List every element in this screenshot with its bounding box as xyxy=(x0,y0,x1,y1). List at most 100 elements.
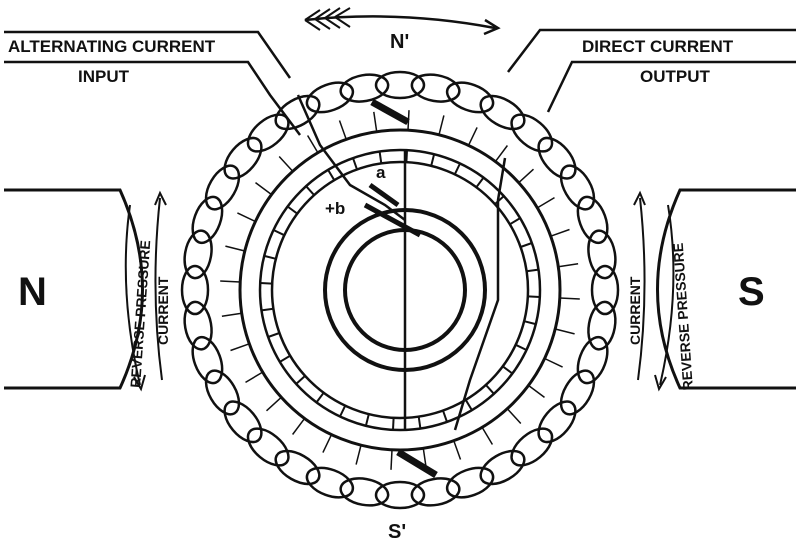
coil-loop xyxy=(410,477,461,507)
coil-loop xyxy=(180,264,210,316)
winding-tap xyxy=(373,111,378,132)
coil-loop xyxy=(410,73,461,103)
winding-tap xyxy=(494,145,509,163)
south-pole-piece xyxy=(656,188,796,390)
winding-tap xyxy=(518,168,535,184)
commutator-inner-ring xyxy=(270,160,530,420)
coil-loop xyxy=(339,477,390,507)
right-current-arrows xyxy=(633,190,675,392)
coil-loop xyxy=(537,136,577,180)
top-pole-label: N' xyxy=(390,31,409,53)
coil-loop xyxy=(183,300,213,351)
coil-loop xyxy=(510,427,554,467)
winding-tap xyxy=(220,280,241,283)
coil-loop xyxy=(510,113,554,153)
coil-loop xyxy=(305,81,355,114)
armature-coil-loops xyxy=(180,70,620,510)
commutator-segment-divider xyxy=(364,413,370,427)
armature-outer-ring xyxy=(238,128,562,452)
winding-tap xyxy=(506,408,522,425)
top-brush xyxy=(370,98,410,126)
commutator-segment-divider xyxy=(417,416,422,429)
right-reverse-pressure-label: REVERSE PRESSURE xyxy=(670,242,696,391)
commutator-segment-divider xyxy=(378,151,383,164)
winding-tap xyxy=(291,417,306,435)
commutator-segment-divider xyxy=(494,195,505,205)
winding-tap xyxy=(225,245,245,252)
coil-loop xyxy=(559,369,596,416)
winding-tap xyxy=(453,440,462,460)
right-pole-label: S xyxy=(738,270,765,314)
coil-loop xyxy=(305,466,355,499)
commutator-segment-divider xyxy=(453,163,461,175)
coil-loop xyxy=(246,113,290,153)
ac-label-line2: INPUT xyxy=(78,67,130,86)
coil-loop xyxy=(183,229,213,280)
coil-loop xyxy=(559,164,596,211)
winding-tap xyxy=(355,445,362,465)
dc-label-line2: OUTPUT xyxy=(640,67,711,86)
commutator-segments xyxy=(220,110,580,470)
coil-loop xyxy=(445,81,495,114)
left-reverse-pressure-label: REVERSE PRESSURE xyxy=(127,240,153,389)
commutator-segment-divider xyxy=(327,169,336,181)
ac-input-lead-2 xyxy=(4,60,301,136)
winding-tap xyxy=(555,328,575,335)
commutator-outer-ring xyxy=(258,148,542,432)
commutator-segment-divider xyxy=(261,307,274,312)
coil-loop xyxy=(191,195,224,245)
left-current-label: CURRENT xyxy=(155,276,171,345)
tap-a-label: a xyxy=(376,163,386,182)
coil-loop xyxy=(191,335,224,385)
commutator-segment-divider xyxy=(352,157,358,170)
commutator-segment-divider xyxy=(430,153,436,167)
commutator-segment-divider xyxy=(485,384,495,395)
coil-loop xyxy=(445,466,495,499)
winding-tap xyxy=(338,120,347,140)
commutator-segment-divider xyxy=(267,332,280,338)
coil-loop xyxy=(339,73,390,103)
bottom-brush xyxy=(396,449,438,478)
commutator-segment-divider xyxy=(405,150,408,163)
commutator-segment-divider xyxy=(523,320,537,326)
dc-label-line1: DIRECT CURRENT xyxy=(582,37,734,56)
commutator-segment-divider xyxy=(287,205,298,215)
winding-tap xyxy=(467,127,478,146)
ac-input-lead-1 xyxy=(4,30,292,79)
coil-loop xyxy=(274,94,321,131)
winding-tap xyxy=(265,396,282,412)
commutator-segment-divider xyxy=(392,417,395,430)
north-pole-piece xyxy=(4,188,144,390)
tap-b-label: +b xyxy=(325,199,345,218)
commutator-segment-divider xyxy=(260,282,273,285)
commutator-segment-divider xyxy=(263,254,277,260)
commutator-segment-divider xyxy=(305,185,315,196)
winding-tap xyxy=(481,426,494,445)
winding-tap xyxy=(559,297,580,300)
coil-loop xyxy=(479,94,526,131)
coil-loop xyxy=(587,300,617,351)
coil-loop xyxy=(204,369,241,416)
rotation-arrow-icon xyxy=(304,7,501,36)
winding-tap xyxy=(550,228,570,237)
winding-tap xyxy=(221,312,242,317)
commutator-segment-divider xyxy=(526,268,539,273)
commutator-segment-divider xyxy=(295,375,306,385)
coil-loop xyxy=(479,449,526,486)
coil-loop xyxy=(576,195,609,245)
commutator-segment-divider xyxy=(520,242,533,248)
commutator-segment-divider xyxy=(442,410,448,423)
commutator-segment-divider xyxy=(509,217,521,226)
slip-brush-b xyxy=(363,202,422,238)
commutator-segment-divider xyxy=(279,354,291,363)
winding-tap xyxy=(536,196,555,209)
ac-lead-to-slip-ring xyxy=(296,94,406,221)
winding-tap xyxy=(390,449,393,470)
coil-loop xyxy=(223,400,263,444)
winding-tap xyxy=(230,343,250,352)
dc-output-lead-1 xyxy=(507,28,796,73)
winding-tap xyxy=(322,434,333,453)
commutator-segment-divider xyxy=(273,229,285,237)
